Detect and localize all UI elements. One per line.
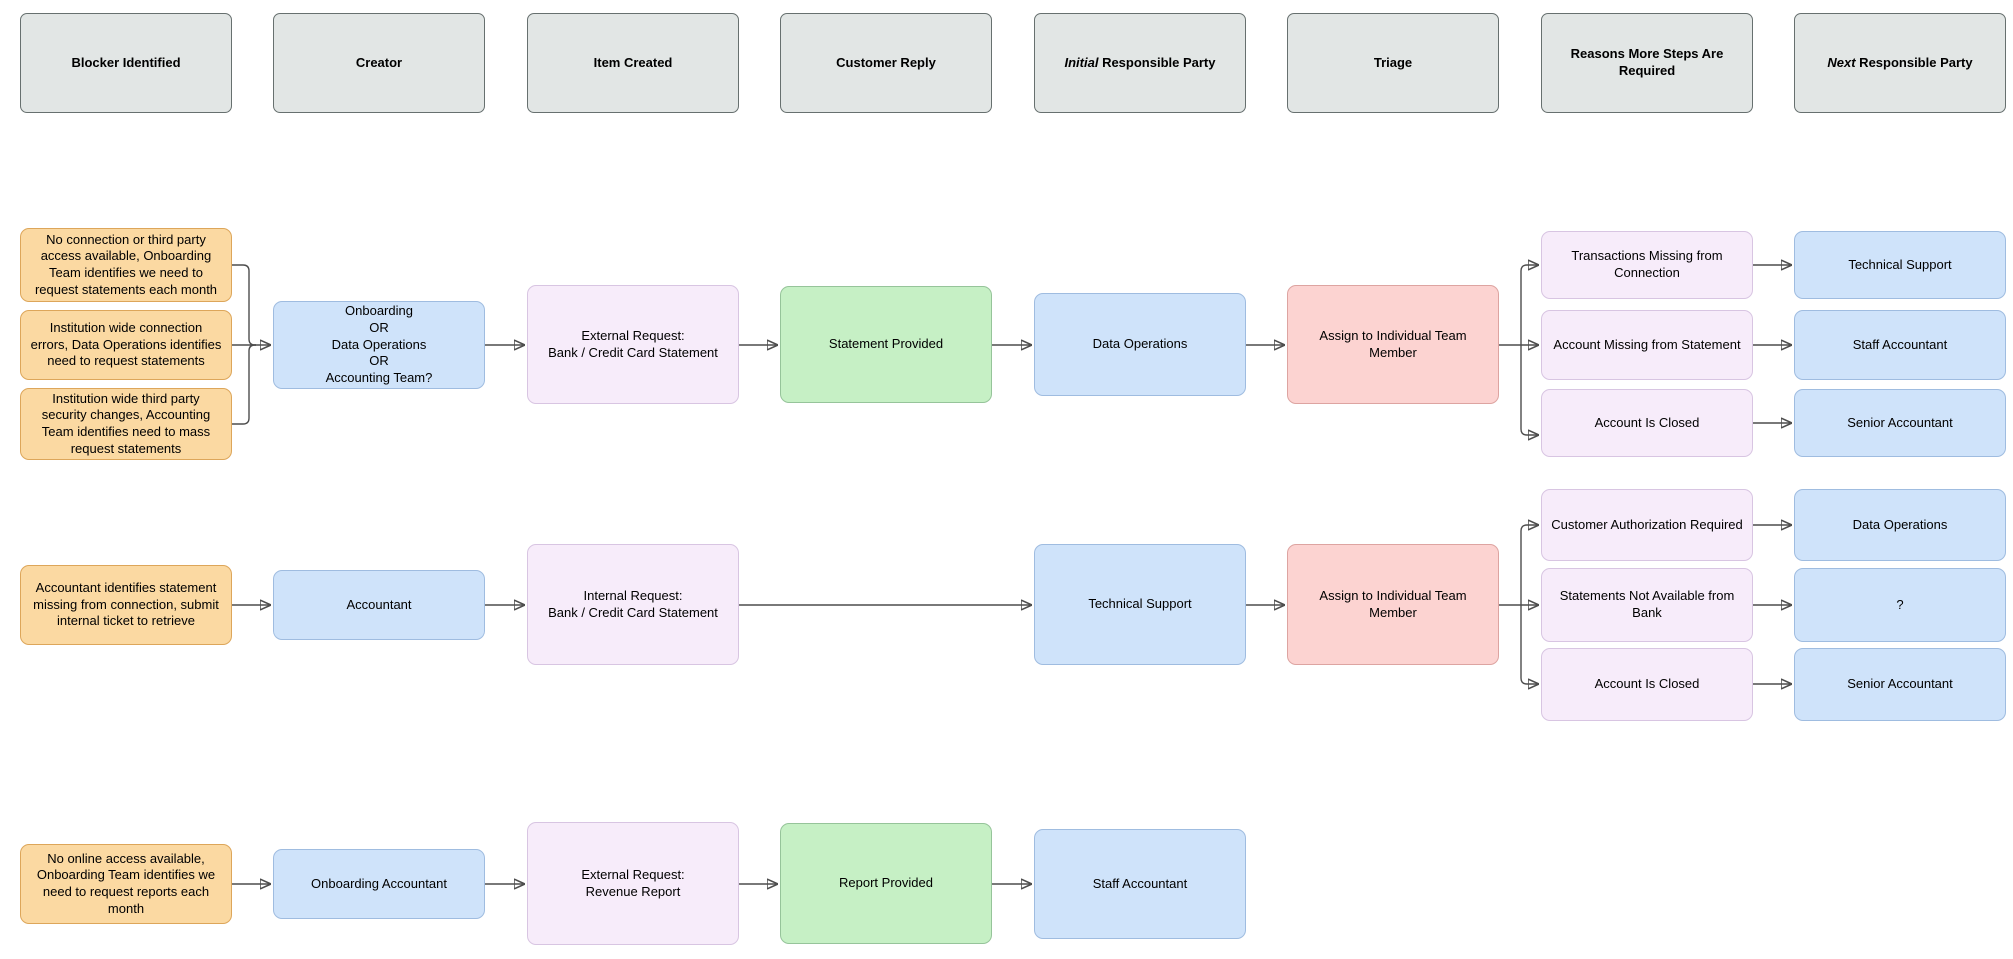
- connector-r2-branch-bottom: [1520, 605, 1539, 684]
- node-r1-reason-2[interactable]: Account Missing from Statement: [1541, 310, 1753, 380]
- node-r2-reason-3[interactable]: Account Is Closed: [1541, 648, 1753, 721]
- node-r2-initial-party[interactable]: Technical Support: [1034, 544, 1246, 665]
- node-r1-creator[interactable]: Onboarding OR Data Operations OR Account…: [273, 301, 485, 389]
- lane-header-label: Initial Responsible Party: [1064, 54, 1216, 70]
- lane-header-initial-responsible-party[interactable]: Initial Responsible Party: [1034, 13, 1246, 113]
- lane-header-next-responsible-party[interactable]: Next Responsible Party: [1794, 13, 2006, 113]
- node-r1-source-3[interactable]: Institution wide third party security ch…: [20, 388, 232, 460]
- lane-header-creator[interactable]: Creator: [273, 13, 485, 113]
- node-r2-next-party-2[interactable]: ?: [1794, 568, 2006, 642]
- node-r1-item-created[interactable]: External Request: Bank / Credit Card Sta…: [527, 285, 739, 404]
- node-r2-reason-2[interactable]: Statements Not Available from Bank: [1541, 568, 1753, 642]
- node-r1-triage[interactable]: Assign to Individual Team Member: [1287, 285, 1499, 404]
- node-r1-initial-party[interactable]: Data Operations: [1034, 293, 1246, 396]
- node-r2-item-created[interactable]: Internal Request: Bank / Credit Card Sta…: [527, 544, 739, 665]
- node-r1-next-party-2[interactable]: Staff Accountant: [1794, 310, 2006, 380]
- lane-header-triage[interactable]: Triage: [1287, 13, 1499, 113]
- connector-r1-branch-bottom: [1520, 345, 1539, 435]
- node-r1-reason-1[interactable]: Transactions Missing from Connection: [1541, 231, 1753, 299]
- node-r2-reason-1[interactable]: Customer Authorization Required: [1541, 489, 1753, 561]
- lane-header-label: Blocker Identified: [71, 54, 181, 70]
- node-r1-next-party-1[interactable]: Technical Support: [1794, 231, 2006, 299]
- lane-header-reasons-more-steps[interactable]: Reasons More Steps Are Required: [1541, 13, 1753, 113]
- node-r3-initial-party[interactable]: Staff Accountant: [1034, 829, 1246, 939]
- lane-header-label: Triage: [1373, 54, 1413, 70]
- node-r2-creator[interactable]: Accountant: [273, 570, 485, 640]
- lane-header-label: Next Responsible Party: [1827, 54, 1973, 70]
- node-r3-customer-reply[interactable]: Report Provided: [780, 823, 992, 944]
- connector-r2-branch-top: [1520, 525, 1539, 605]
- node-r2-triage[interactable]: Assign to Individual Team Member: [1287, 544, 1499, 665]
- node-r3-creator[interactable]: Onboarding Accountant: [273, 849, 485, 919]
- node-r2-source-1[interactable]: Accountant identifies statement missing …: [20, 565, 232, 645]
- lane-header-blocker-identified[interactable]: Blocker Identified: [20, 13, 232, 113]
- node-r1-reason-3[interactable]: Account Is Closed: [1541, 389, 1753, 457]
- node-r3-item-created[interactable]: External Request: Revenue Report: [527, 822, 739, 945]
- connector-r1-source1-merge: [232, 264, 256, 346]
- lane-header-label: Creator: [355, 54, 403, 70]
- lane-header-item-created[interactable]: Item Created: [527, 13, 739, 113]
- connector-r1-source3-merge: [232, 344, 256, 425]
- node-r1-source-2[interactable]: Institution wide connection errors, Data…: [20, 310, 232, 380]
- lane-header-label: Customer Reply: [836, 54, 936, 70]
- connector-r1-branch-top: [1520, 265, 1539, 345]
- node-r1-customer-reply[interactable]: Statement Provided: [780, 286, 992, 403]
- lane-header-customer-reply[interactable]: Customer Reply: [780, 13, 992, 113]
- lane-header-label: Reasons More Steps Are Required: [1570, 46, 1724, 78]
- node-r1-next-party-3[interactable]: Senior Accountant: [1794, 389, 2006, 457]
- node-r1-source-1[interactable]: No connection or third party access avai…: [20, 228, 232, 302]
- node-r2-next-party-1[interactable]: Data Operations: [1794, 489, 2006, 561]
- lane-header-label: Item Created: [593, 54, 673, 70]
- node-r3-source-1[interactable]: No online access available, Onboarding T…: [20, 844, 232, 924]
- node-r2-next-party-3[interactable]: Senior Accountant: [1794, 648, 2006, 721]
